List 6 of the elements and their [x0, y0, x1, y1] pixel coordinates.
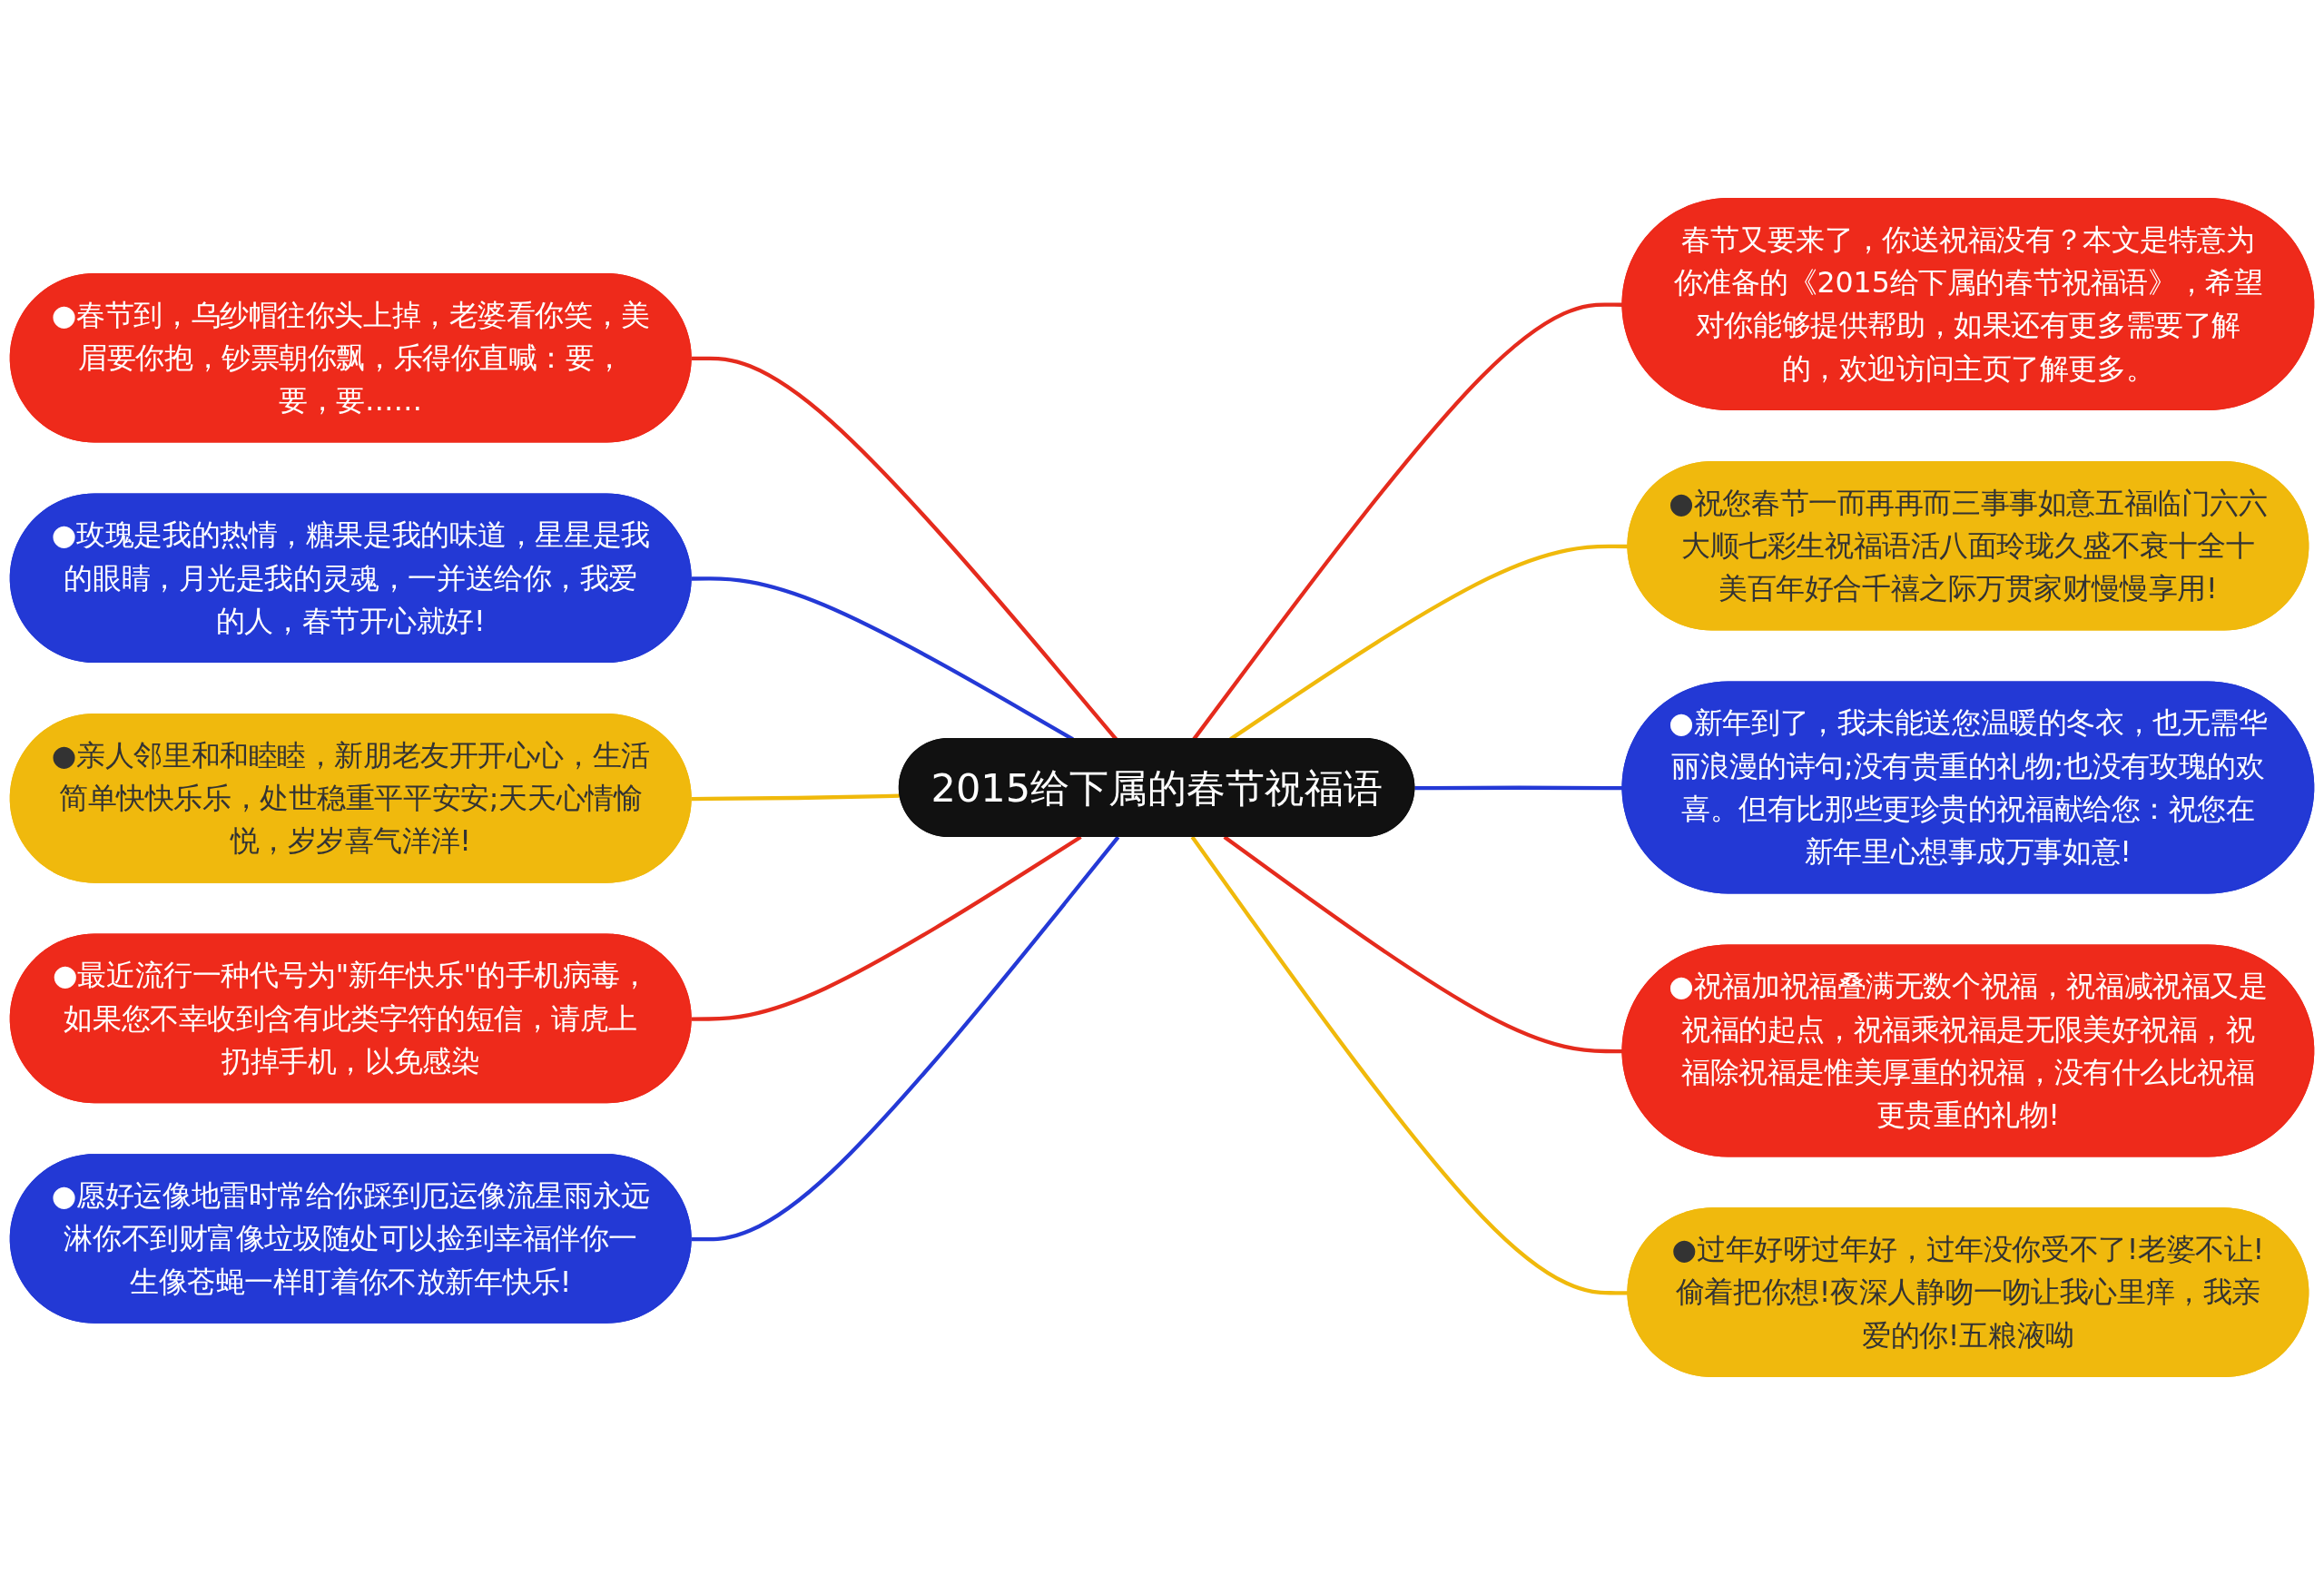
- connector: [1190, 835, 1629, 1295]
- connector: [1414, 785, 1623, 791]
- connector: [1223, 835, 1623, 1054]
- connector: [691, 835, 1082, 1021]
- connector: [691, 835, 1120, 1242]
- connector: [691, 793, 901, 802]
